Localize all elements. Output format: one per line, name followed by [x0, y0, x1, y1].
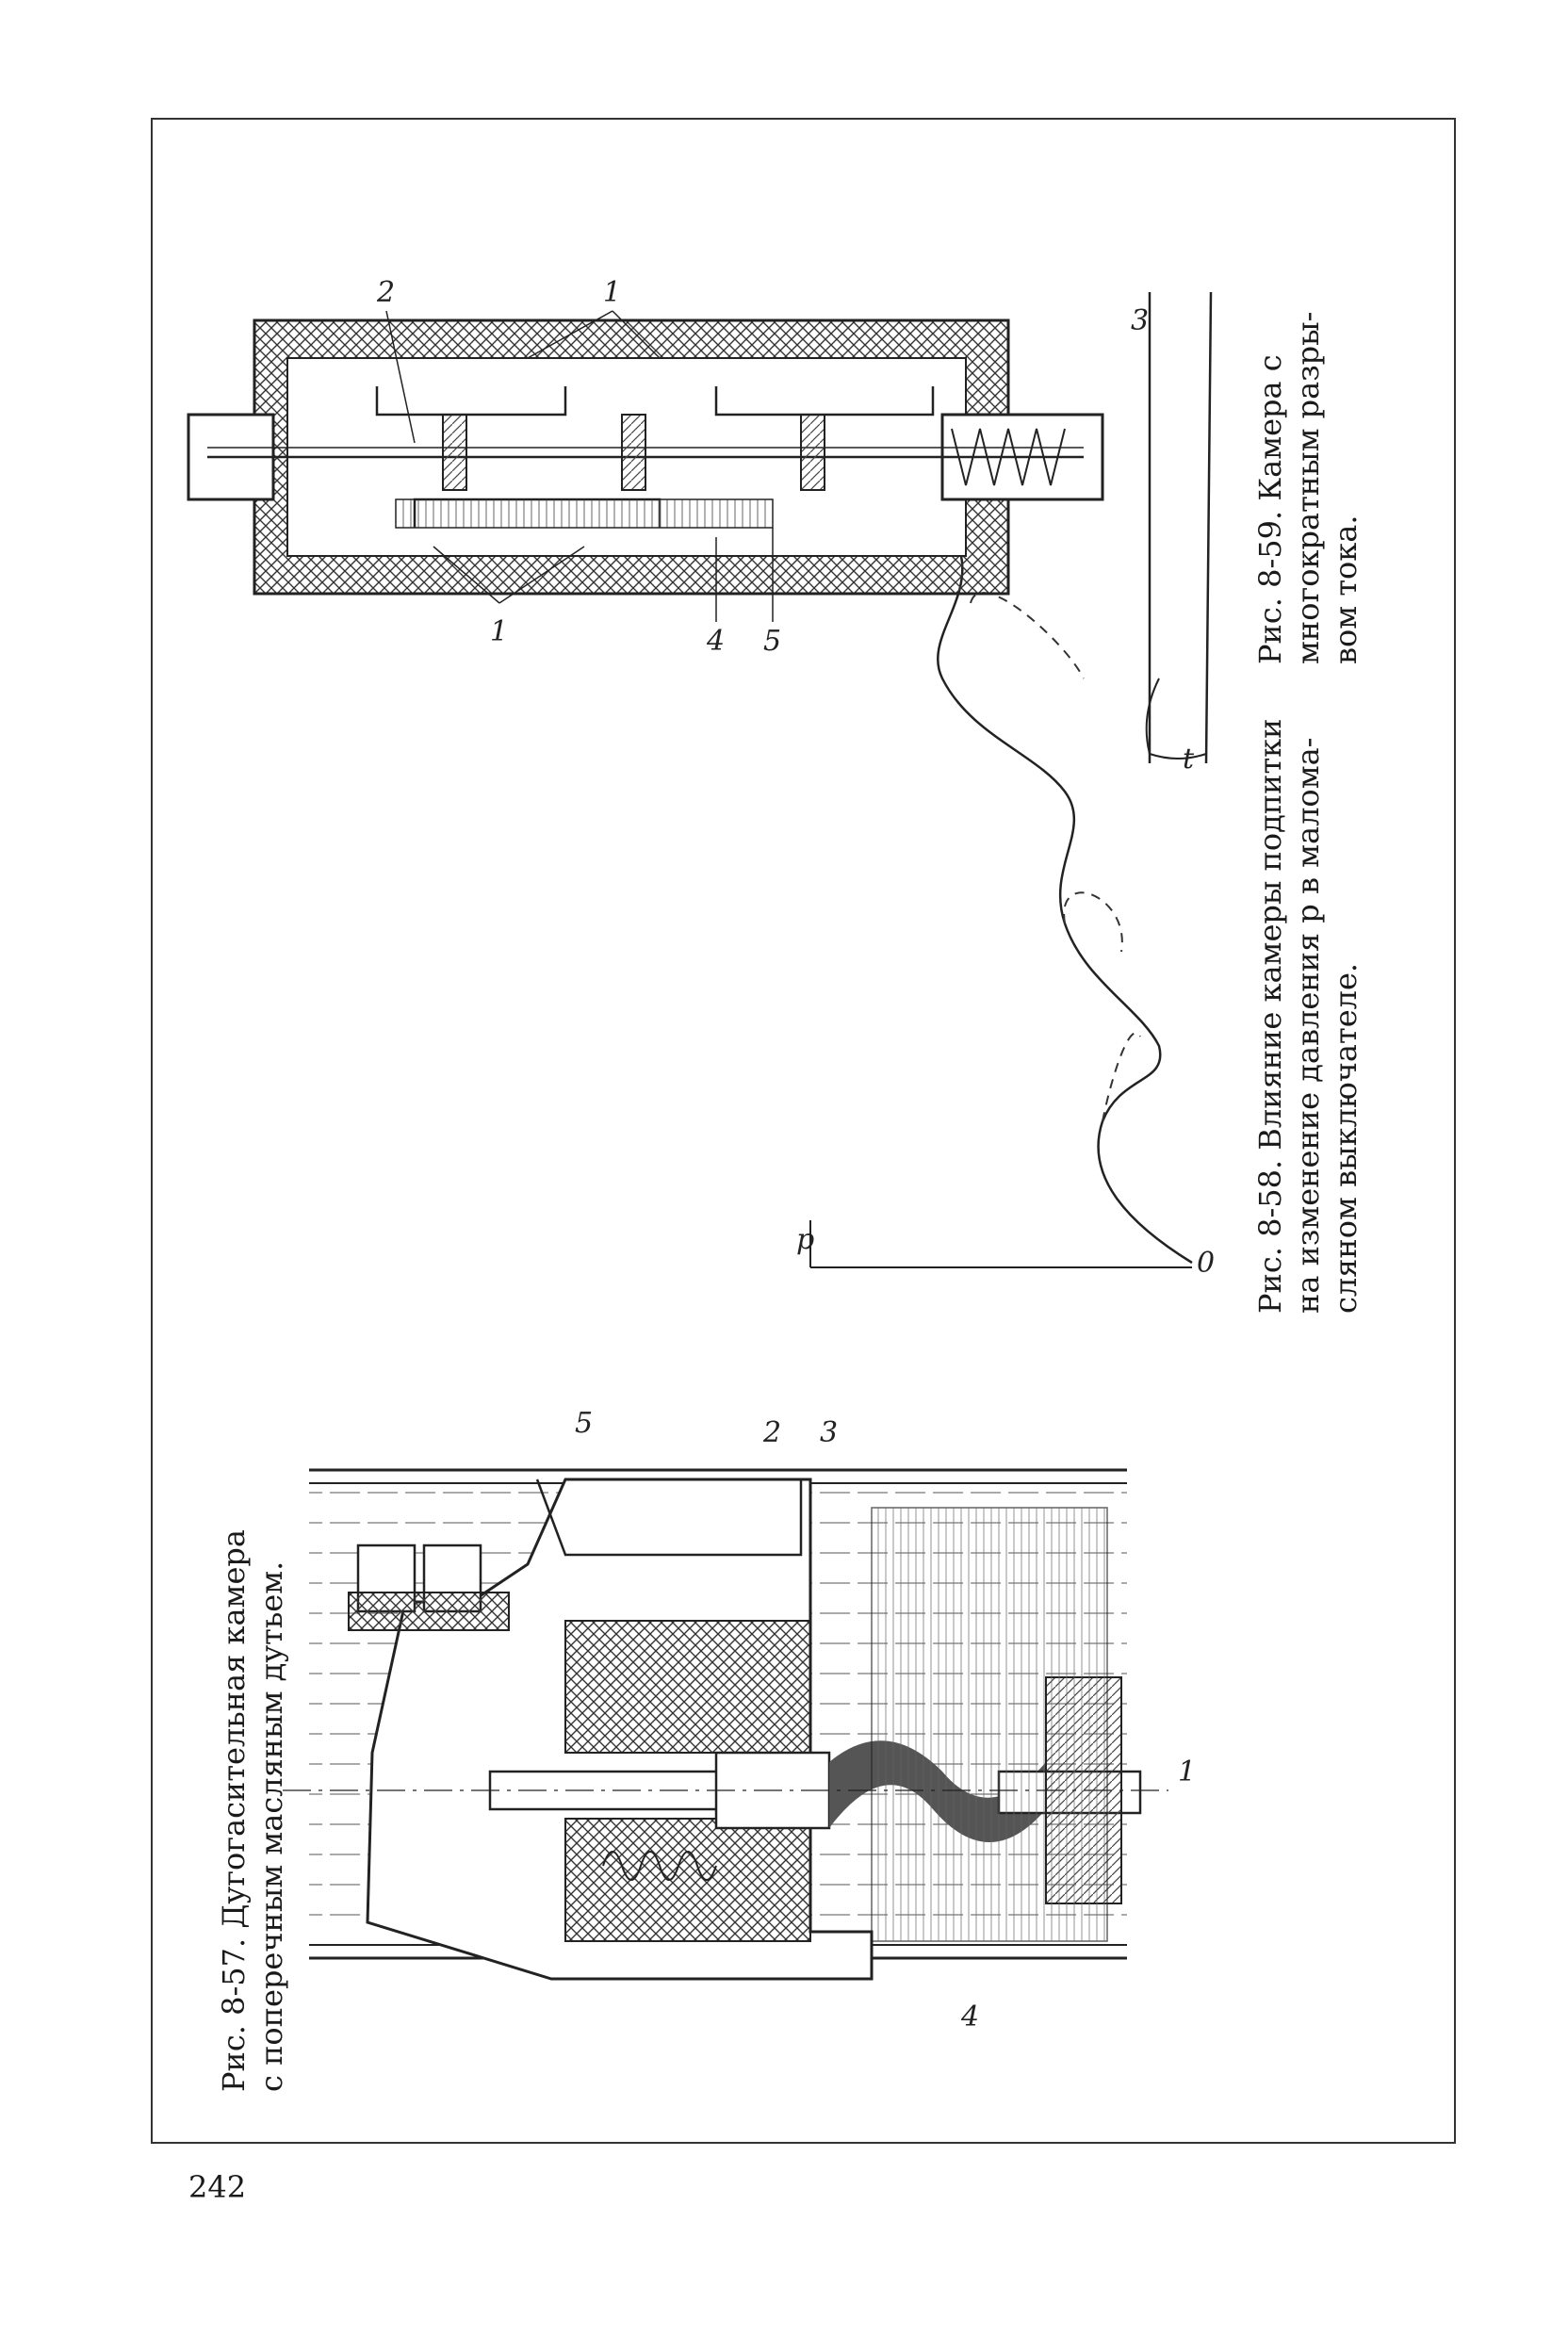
figure-59-caption-line-2: многократным разры-: [1290, 311, 1326, 664]
figure-59-caption-line-3: вом тока.: [1328, 514, 1364, 664]
figure-59-caption: Рис. 8-59. Камера с многократным разры- …: [1251, 312, 1364, 664]
figure-58-caption-line-3: сляном выключателе.: [1328, 962, 1364, 1314]
page-number: 242: [188, 2169, 247, 2205]
figure-59-drawing: [187, 291, 1213, 764]
figure-57-drawing: [283, 1468, 1168, 1981]
figure-58-caption-line-1: Рис. 8-58. Влияние камеры подпитки: [1252, 718, 1288, 1315]
figure-57-caption-line-2: с поперечным масляным дутьем.: [253, 1560, 289, 2092]
figure-58-curve-dashed: [970, 592, 1141, 1122]
figure-58-caption: Рис. 8-58. Влияние камеры подпитки на из…: [1251, 719, 1364, 1315]
figure-58-axis-t-label: t: [1183, 743, 1195, 776]
figure-59-caption-line-1: Рис. 8-59. Камера с: [1252, 354, 1288, 664]
figure-57-label-3: 3: [820, 1416, 838, 1449]
figure-57-caption-line-1: Рис. 8-57. Дугогасительная камера: [216, 1529, 252, 2092]
figure-57-label-2: 2: [762, 1416, 781, 1449]
page-frame: [151, 118, 1456, 2144]
figure-58-caption-line-2: на изменение давления p в маломa-: [1290, 737, 1326, 1314]
figure-59-label-1-bottom: 1: [490, 615, 508, 648]
figure-59-label-5: 5: [763, 625, 781, 658]
figure-59-label-4: 4: [706, 625, 725, 658]
figure-57-caption: Рис. 8-57. Дугогасительная камера с попе…: [215, 1529, 290, 2092]
figure-58-origin-label: 0: [1197, 1247, 1215, 1280]
figure-57-label-5: 5: [575, 1407, 593, 1440]
figure-59-label-3: 3: [1131, 304, 1149, 337]
figure-57-label-1: 1: [1178, 1756, 1196, 1788]
figure-59-label-2: 2: [376, 276, 395, 309]
figure-57-label-4: 4: [960, 2001, 979, 2034]
figure-58-axis-p-label: p: [796, 1223, 814, 1256]
figure-59-label-1-top: 1: [603, 276, 621, 309]
